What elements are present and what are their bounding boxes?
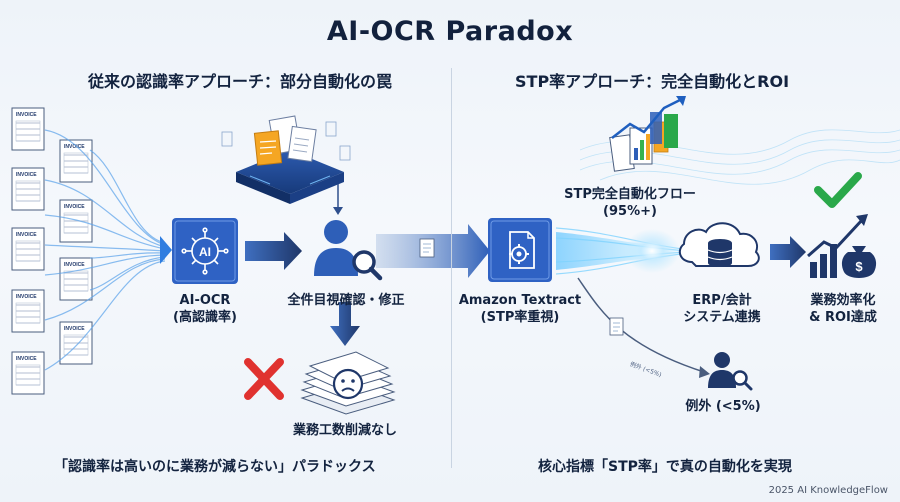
small-document-icon: [419, 238, 435, 258]
stp-flow-label-line2: (95%+): [603, 204, 657, 219]
invoice-document-icon: INVOICE: [11, 289, 45, 333]
invoice-document-icon: INVOICE: [11, 227, 45, 271]
invoice-label: INVOICE: [64, 204, 85, 210]
document-icon: [253, 115, 317, 166]
erp-cloud-database-icon: [678, 222, 760, 267]
left-section-heading: 従来の認識率アプローチ：部分自動化の罠: [88, 72, 393, 91]
invoice-label: INVOICE: [16, 294, 37, 300]
invoice-document-icon: INVOICE: [11, 107, 45, 151]
invoice-label: INVOICE: [16, 172, 37, 178]
ai-ocr-box: AI: [172, 218, 238, 284]
roi-label-line1: 業務効率化: [810, 293, 876, 308]
stp-flow-label: STP完全自動化フロー (95%+): [560, 186, 700, 220]
textract-label-line1: Amazon Textract: [458, 293, 582, 308]
exception-person-icon: [708, 352, 753, 391]
erp-label-line2: システム連携: [683, 310, 761, 325]
input-flow-lines: [44, 129, 166, 371]
textract-label: Amazon Textract (STP率重視): [452, 292, 588, 326]
exception-label: 例外 (<5%): [685, 399, 761, 414]
check-to-pile-arrow: [330, 302, 360, 346]
stp-flow-beams: [555, 227, 691, 275]
invoice-document-icon: INVOICE: [59, 199, 93, 243]
input-flow-arrowhead: [160, 236, 172, 264]
roi-label: 業務効率化 & ROI達成: [798, 292, 888, 326]
no-reduction-label: 業務工数削減なし: [292, 423, 397, 438]
svg-text:$: $: [855, 259, 863, 274]
ai-ocr-label-line1: AI-OCR: [179, 293, 231, 308]
invoice-document-icon: INVOICE: [11, 167, 45, 211]
amazon-textract-box: [488, 218, 552, 282]
invoice-label: INVOICE: [64, 262, 85, 268]
invoice-label: INVOICE: [16, 232, 37, 238]
invoice-label: INVOICE: [64, 144, 85, 150]
roi-growth-moneybag-icon: $: [807, 214, 877, 278]
invoice-label: INVOICE: [16, 356, 37, 362]
section-divider: [451, 68, 452, 468]
invoice-document-icon: INVOICE: [59, 257, 93, 301]
exception-branch: [577, 277, 710, 378]
page-title: AI-OCR Paradox: [326, 16, 574, 47]
invoice-document-icon: INVOICE: [59, 321, 93, 365]
erp-label-line1: ERP/会計: [692, 293, 752, 308]
manual-check-person-icon: [314, 220, 383, 281]
right-section-heading: STP率アプローチ：完全自動化とROI: [515, 72, 790, 91]
stp-chart-icon: [609, 96, 686, 172]
document-server: [221, 115, 351, 204]
roi-label-line2: & ROI達成: [809, 310, 877, 325]
manual-check-label: 全件目視確認・修正: [287, 293, 405, 308]
invoice-document-icon: INVOICE: [11, 351, 45, 395]
exception-document-icon: [609, 317, 624, 336]
paper-pile-sad-icon: [300, 351, 396, 415]
ai-ocr-label: AI-OCR (高認識率): [160, 292, 250, 326]
red-cross-icon: [244, 358, 284, 400]
ai-chip-icon: [181, 227, 229, 275]
svg-text:AI: AI: [199, 245, 211, 259]
invoice-stack: INVOICE INVOICE INVOICE INVOICE INVOICE INVOI…: [11, 107, 93, 395]
stp-flow-label-line1: STP完全自動化フロー: [564, 187, 696, 202]
erp-to-roi-arrow: [770, 236, 806, 268]
green-check-icon: [814, 172, 862, 208]
invoice-label: INVOICE: [16, 112, 37, 118]
invoice-label: INVOICE: [64, 326, 85, 332]
ai-ocr-label-line2: (高認識率): [173, 310, 237, 325]
erp-label: ERP/会計 システム連携: [672, 292, 772, 326]
right-caption: 核心指標「STP率」で真の自動化を実現: [538, 459, 792, 475]
copyright-text: 2025 AI KnowledgeFlow: [768, 485, 888, 496]
left-caption: 「認識率は高いのに業務が減らない」パラドックス: [54, 459, 376, 475]
textract-label-line2: (STP率重視): [480, 310, 560, 325]
invoice-document-icon: INVOICE: [59, 139, 93, 183]
textract-document-gear-icon: [509, 231, 535, 269]
ocr-to-check-arrow: [245, 232, 302, 270]
